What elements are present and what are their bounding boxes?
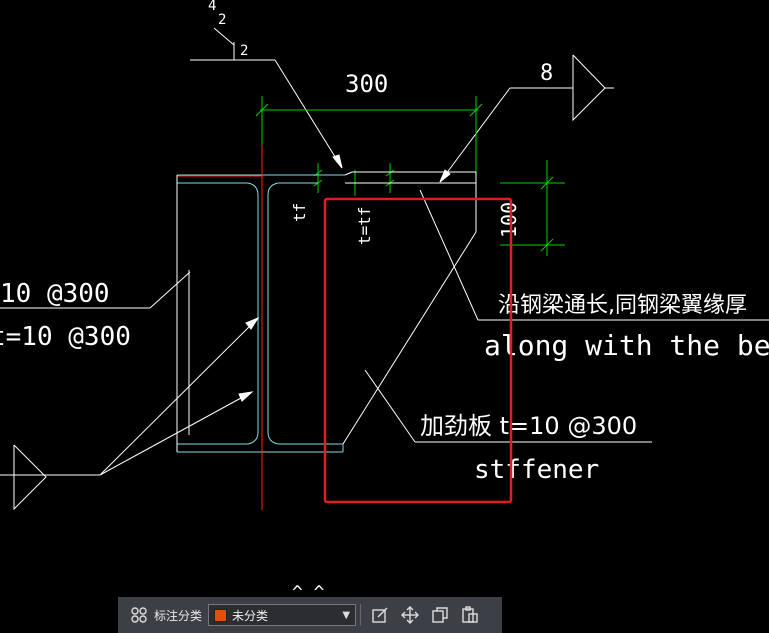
note-right-cn: 沿钢梁通长,同钢梁翼缘厚 [498,293,747,318]
note-left-2: t=10 @300 [0,322,131,352]
toolbar-divider [360,604,362,626]
leaders-right [364,189,769,443]
flange-dims [313,163,395,196]
move-icon[interactable] [399,604,421,626]
weld-symbol-top-left [190,27,343,169]
grid-icon[interactable] [128,604,150,626]
annotation-toolbar: 标注分类 未分类 ▼ [118,597,502,633]
dimension-right-label: 100 [497,202,521,238]
category-select[interactable]: 未分类 ▼ [208,604,357,626]
note-left-1: 10 @300 [0,279,110,309]
category-label: 标注分类 [154,608,203,623]
paste-icon[interactable] [459,604,481,626]
stiffener-en: stffener [474,455,599,485]
chevron-down-icon: ▼ [342,609,351,621]
dimension-top-label: 300 [345,70,388,98]
weld-num-mid: 2 [218,12,226,28]
weld-num-top: 4 [208,0,216,14]
beam-centerline [177,145,263,510]
dimension-top [255,96,483,174]
weld-size-label: 8 [540,61,553,86]
beam-section [177,174,345,453]
beam-outline [176,171,477,452]
label-t-tf: t=tf [355,206,374,245]
copy-icon[interactable] [429,604,451,626]
weld-symbol-top-right [439,54,614,183]
leaders-left [0,271,260,511]
note-right-en: along with the beam [484,329,769,362]
edit-icon[interactable] [369,604,391,626]
label-tf: tf [290,203,309,222]
stiffener-cn: 加劲板 t=10 @300 [420,412,637,440]
weld-num-side: 2 [240,43,248,59]
highlight-box[interactable] [323,197,513,504]
category-value: 未分类 [232,608,269,623]
category-color-swatch [214,608,228,622]
